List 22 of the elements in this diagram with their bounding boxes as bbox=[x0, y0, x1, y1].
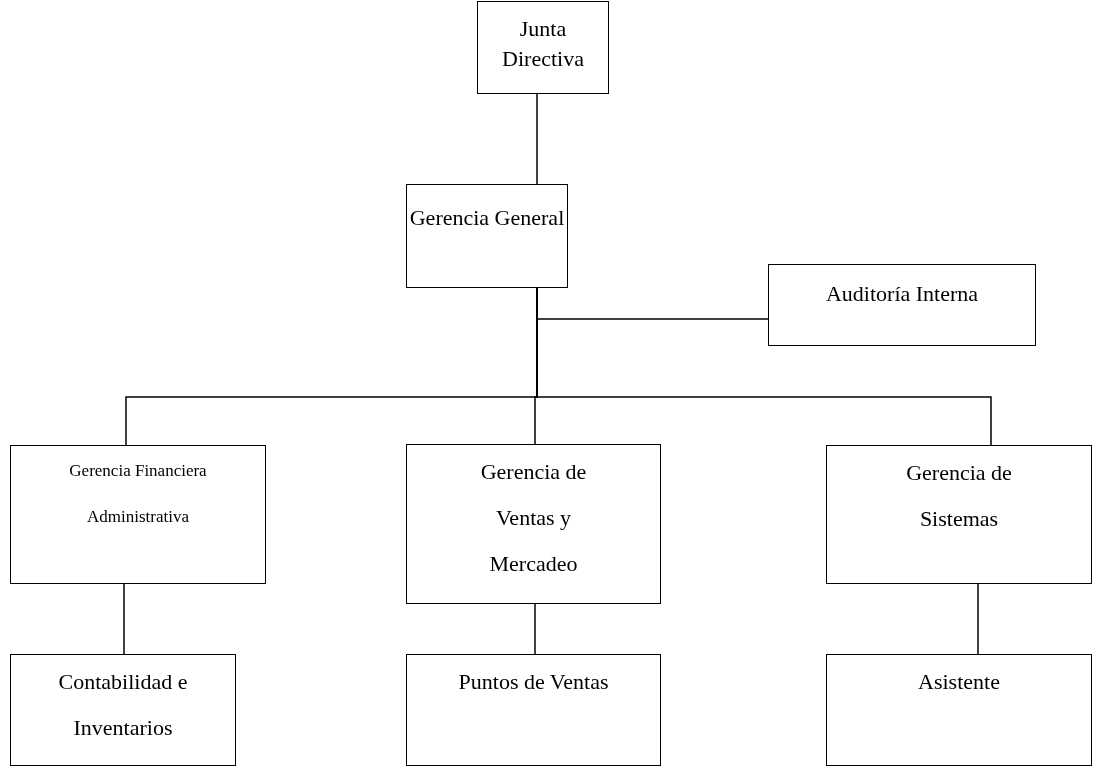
org-box bbox=[826, 654, 1092, 766]
org-box bbox=[768, 264, 1036, 346]
connector-line bbox=[536, 93, 538, 185]
org-box bbox=[406, 654, 661, 766]
org-box bbox=[826, 445, 1092, 584]
box-label: Gerencia Financiera Administrativa bbox=[68, 460, 208, 528]
box-label: Puntos de Ventas bbox=[457, 668, 610, 696]
box-label: Gerencia General bbox=[408, 204, 566, 232]
connector-line bbox=[534, 603, 536, 655]
org-box bbox=[406, 184, 568, 288]
org-box bbox=[10, 654, 236, 766]
connector-line bbox=[123, 583, 125, 655]
org-box bbox=[477, 1, 609, 94]
box-label: Auditoría Interna bbox=[824, 280, 980, 308]
connector-line bbox=[977, 583, 979, 655]
box-label: Contabilidad e Inventarios bbox=[57, 668, 189, 742]
box-label: Gerencia de Ventas y Mercadeo bbox=[479, 458, 588, 578]
org-box bbox=[10, 445, 266, 584]
box-label: Junta Directiva bbox=[501, 15, 585, 73]
box-label: Gerencia de Sistemas bbox=[905, 459, 1013, 533]
org-box bbox=[406, 444, 661, 604]
box-label: Asistente bbox=[917, 668, 1001, 696]
